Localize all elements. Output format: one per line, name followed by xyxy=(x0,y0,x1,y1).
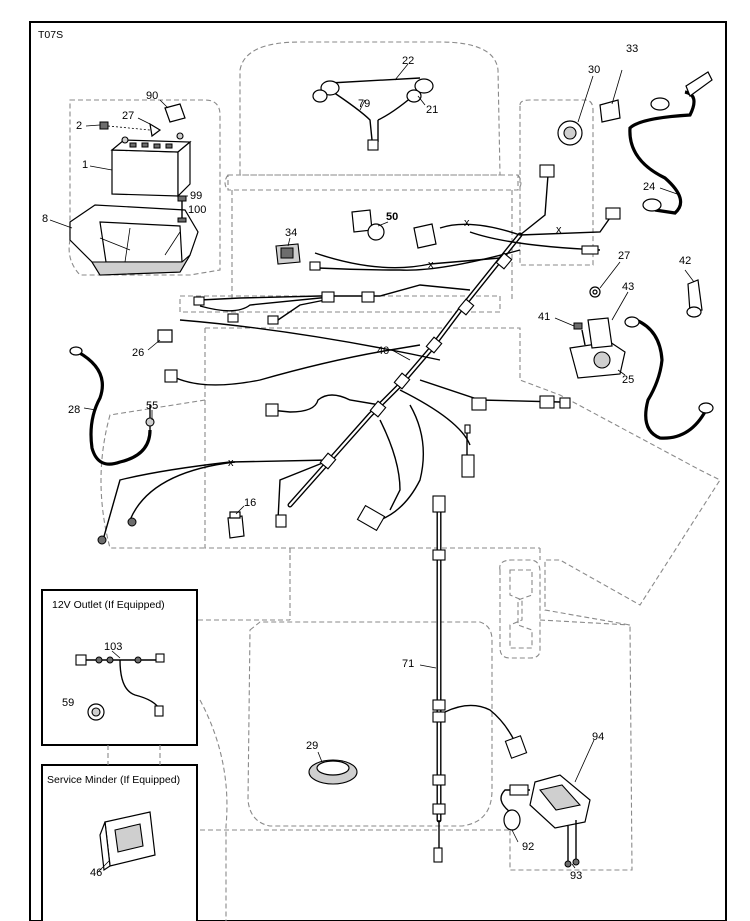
starter-solenoid xyxy=(569,279,714,440)
callout-59: 59 xyxy=(62,697,74,709)
diagram-code: T07S xyxy=(38,29,63,41)
callout-43: 43 xyxy=(622,281,634,293)
callout-27b: 27 xyxy=(618,250,630,262)
control-module xyxy=(500,774,591,868)
callout-100: 100 xyxy=(188,204,206,216)
callout-21: 21 xyxy=(426,104,438,116)
callout-33: 33 xyxy=(626,43,638,55)
callout-25: 25 xyxy=(622,374,634,386)
battery xyxy=(111,149,179,197)
svg-text:x: x xyxy=(428,259,434,271)
callout-93: 93 xyxy=(570,870,582,882)
inset-12v-outlet: 12V Outlet (If Equipped) xyxy=(41,589,198,746)
headlight-harness xyxy=(312,77,434,151)
callout-30: 30 xyxy=(588,64,600,76)
callout-46: 46 xyxy=(90,867,102,879)
diagram-frame xyxy=(29,21,727,921)
callout-71: 71 xyxy=(402,658,414,670)
callout-42: 42 xyxy=(679,255,691,267)
callout-40: 40 xyxy=(377,345,389,357)
callout-90: 90 xyxy=(146,90,158,102)
inset-service-minder-title: Service Minder (If Equipped) xyxy=(47,774,180,786)
callout-29: 29 xyxy=(306,740,318,752)
callout-34: 34 xyxy=(285,227,297,239)
inset-outlet-title: 12V Outlet (If Equipped) xyxy=(52,599,165,611)
callout-27: 27 xyxy=(122,110,134,122)
inset-service-minder: Service Minder (If Equipped) xyxy=(41,764,198,921)
callout-16: 16 xyxy=(244,497,256,509)
ignition-components xyxy=(557,71,713,215)
callout-41: 41 xyxy=(538,311,550,323)
callout-94: 94 xyxy=(592,731,604,743)
callout-50: 50 xyxy=(386,211,398,223)
callout-1: 1 xyxy=(82,159,88,171)
callout-22: 22 xyxy=(402,55,414,67)
callout-28: 28 xyxy=(68,404,80,416)
seat-switch xyxy=(308,759,358,785)
leader-lines xyxy=(49,63,695,873)
callout-99: 99 xyxy=(190,190,202,202)
callout-24: 24 xyxy=(643,181,655,193)
svg-text:x: x xyxy=(228,457,234,469)
callout-55: 55 xyxy=(146,400,158,412)
callout-8: 8 xyxy=(42,213,48,225)
battery-assembly xyxy=(69,103,199,276)
callout-79: 79 xyxy=(358,98,370,110)
callout-92: 92 xyxy=(522,841,534,853)
callout-2: 2 xyxy=(76,120,82,132)
callout-103: 103 xyxy=(104,641,122,653)
svg-text:x: x xyxy=(464,217,470,229)
main-harness: x x x x xyxy=(102,164,621,541)
chassis-outline xyxy=(68,41,721,921)
ground-cable xyxy=(69,329,245,545)
callout-26: 26 xyxy=(132,347,144,359)
svg-text:x: x xyxy=(556,224,562,236)
callout-labels: 2 1 8 90 27 99 100 22 79 21 30 33 24 50 … xyxy=(42,43,691,882)
pto-harness xyxy=(432,495,528,863)
